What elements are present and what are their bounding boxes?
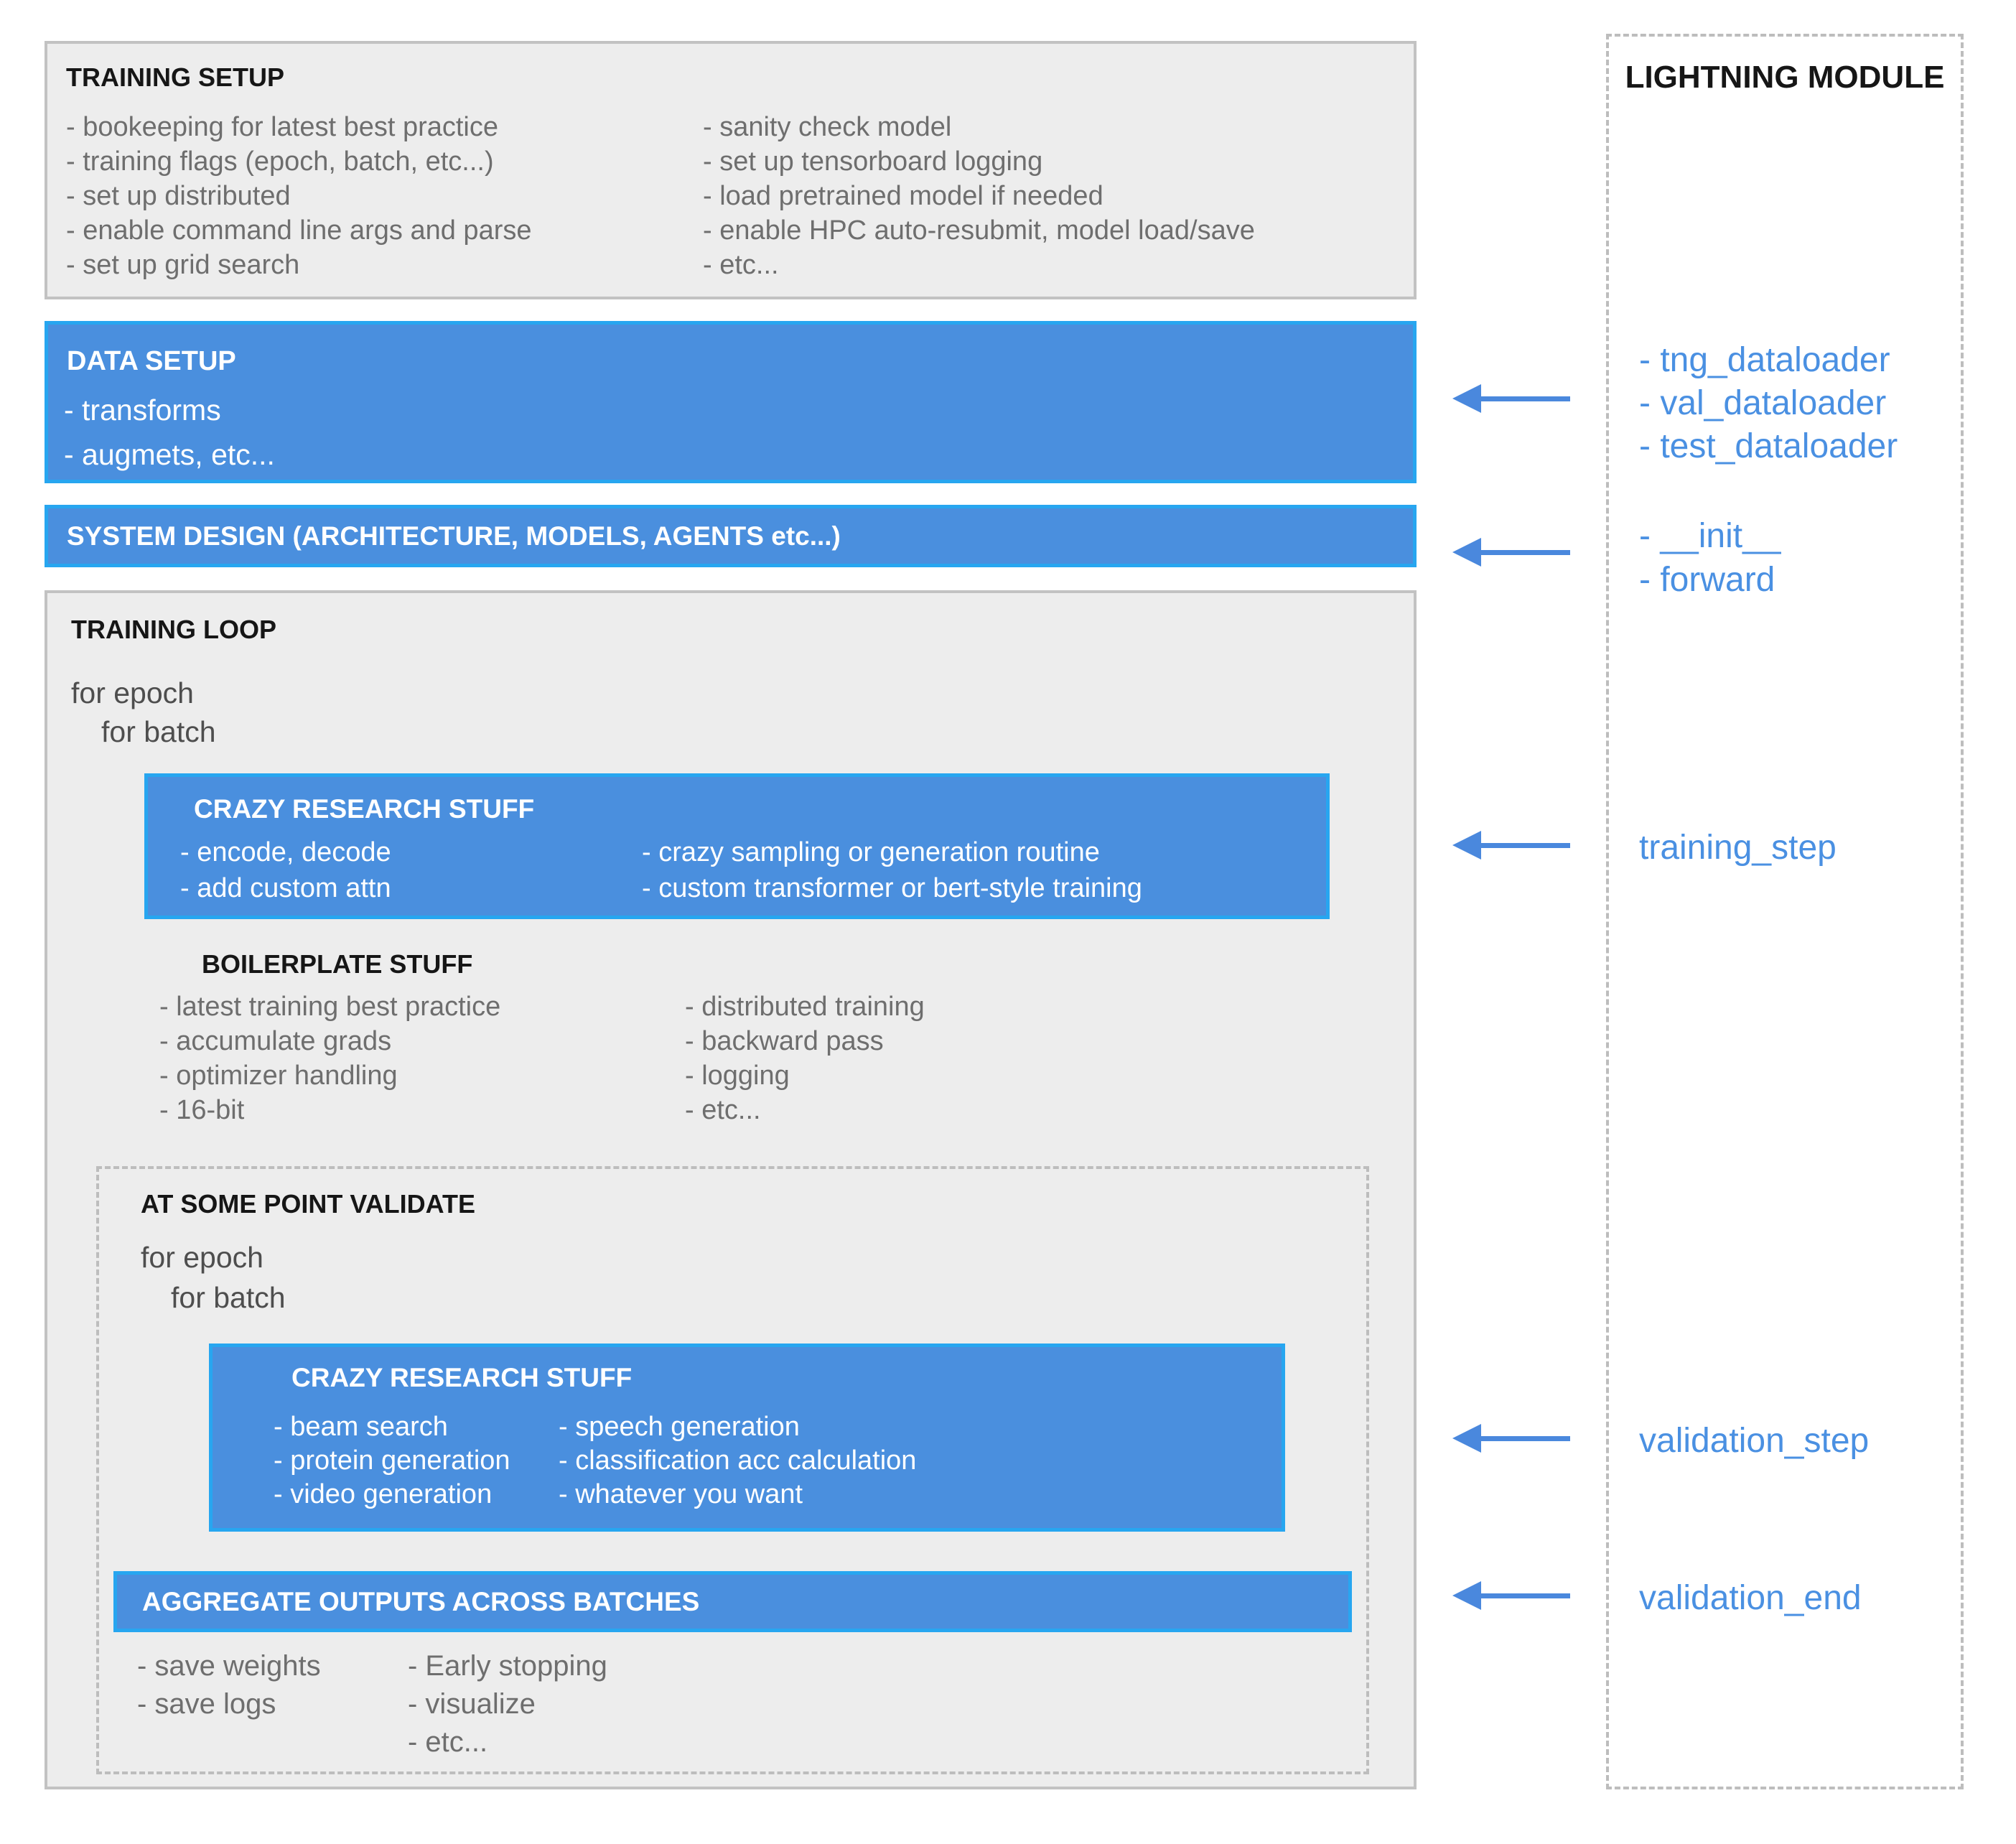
method-test-dataloader: - test_dataloader <box>1639 427 1898 465</box>
training-setup-bullet: - etc... <box>703 250 779 280</box>
method-init: - __init__ <box>1639 517 1781 555</box>
method-validation-step: validation_step <box>1639 1422 1870 1460</box>
boilerplate-bullet: - latest training best practice <box>159 992 501 1022</box>
validate-box: AT SOME POINT VALIDATE for epoch for bat… <box>96 1166 1369 1774</box>
for-batch-line: for batch <box>101 715 216 748</box>
training-setup-bullet: - set up distributed <box>66 181 291 211</box>
training-setup-bullet: - load pretrained model if needed <box>703 181 1103 211</box>
post-validate-bullet: - save logs <box>137 1688 276 1720</box>
arrow-left-validation-end-icon <box>1452 1581 1572 1610</box>
boilerplate-title: BOILERPLATE STUFF <box>202 949 473 979</box>
training-setup-bullet: - set up tensorboard logging <box>703 146 1043 177</box>
boilerplate-bullet: - accumulate grads <box>159 1026 392 1056</box>
crazy-research-bullet: - encode, decode <box>180 837 391 867</box>
crazy-research-training-title: CRAZY RESEARCH STUFF <box>194 794 535 824</box>
training-setup-bullet: - bookeeping for latest best practice <box>66 112 499 142</box>
training-loop-title: TRAINING LOOP <box>71 615 276 644</box>
training-setup-bullet: - sanity check model <box>703 112 952 142</box>
validate-for-batch-line: for batch <box>171 1281 286 1314</box>
crazy-research-validation-title: CRAZY RESEARCH STUFF <box>291 1363 633 1392</box>
training-setup-bullet: - enable command line args and parse <box>66 215 532 246</box>
crazy-research-bullet: - video generation <box>274 1479 493 1509</box>
training-loop-box: TRAINING LOOP for epoch for batch CRAZY … <box>45 590 1417 1789</box>
boilerplate-bullet: - distributed training <box>685 992 925 1022</box>
post-validate-bullet: - visualize <box>408 1688 536 1720</box>
validate-title: AT SOME POINT VALIDATE <box>141 1189 475 1219</box>
validate-for-epoch-line: for epoch <box>141 1241 263 1274</box>
crazy-research-bullet: - speech generation <box>559 1412 800 1442</box>
boilerplate-bullet: - etc... <box>685 1095 761 1125</box>
data-setup-bullet: - augmets, etc... <box>64 438 275 471</box>
crazy-research-bullet: - classification acc calculation <box>559 1445 917 1476</box>
crazy-research-validation-box: CRAZY RESEARCH STUFF - beam search - pro… <box>209 1344 1285 1532</box>
method-val-dataloader: - val_dataloader <box>1639 384 1887 422</box>
post-validate-bullet: - etc... <box>408 1726 488 1758</box>
boilerplate-bullet: - optimizer handling <box>159 1061 398 1091</box>
crazy-research-training-box: CRAZY RESEARCH STUFF - encode, decode - … <box>144 773 1330 919</box>
training-setup-box: TRAINING SETUP - bookeeping for latest b… <box>45 41 1417 299</box>
training-setup-bullet: - set up grid search <box>66 250 300 280</box>
training-setup-bullet: - enable HPC auto-resubmit, model load/s… <box>703 215 1255 246</box>
crazy-research-bullet: - crazy sampling or generation routine <box>642 837 1100 867</box>
boilerplate-bullet: - logging <box>685 1061 790 1091</box>
method-training-step: training_step <box>1639 829 1837 867</box>
training-setup-bullet: - training flags (epoch, batch, etc...) <box>66 146 494 177</box>
data-setup-box: DATA SETUP - transforms - augmets, etc..… <box>45 321 1417 483</box>
post-validate-bullet: - Early stopping <box>408 1650 607 1682</box>
boilerplate-bullet: - 16-bit <box>159 1095 245 1125</box>
for-epoch-line: for epoch <box>71 676 194 709</box>
aggregate-outputs-box: AGGREGATE OUTPUTS ACROSS BATCHES <box>113 1571 1352 1632</box>
aggregate-outputs-title: AGGREGATE OUTPUTS ACROSS BATCHES <box>142 1586 700 1616</box>
lightning-module-box: LIGHTNING MODULE - tng_dataloader - val_… <box>1606 34 1964 1789</box>
post-validate-bullet: - save weights <box>137 1650 321 1682</box>
crazy-research-bullet: - add custom attn <box>180 873 391 903</box>
system-design-title: SYSTEM DESIGN (ARCHITECTURE, MODELS, AGE… <box>67 521 841 551</box>
arrow-left-training-step-icon <box>1452 831 1572 860</box>
lightning-module-title: LIGHTNING MODULE <box>1625 60 1945 95</box>
method-forward: - forward <box>1639 561 1775 599</box>
data-setup-bullet: - transforms <box>64 394 221 427</box>
boilerplate-bullet: - backward pass <box>685 1026 884 1056</box>
method-tng-dataloader: - tng_dataloader <box>1639 341 1890 379</box>
arrow-left-init-forward-icon <box>1452 538 1572 567</box>
crazy-research-bullet: - protein generation <box>274 1445 510 1476</box>
arrow-left-dataloaders-icon <box>1452 384 1572 413</box>
method-validation-end: validation_end <box>1639 1579 1862 1617</box>
data-setup-title: DATA SETUP <box>67 346 236 376</box>
crazy-research-bullet: - beam search <box>274 1412 448 1442</box>
system-design-box: SYSTEM DESIGN (ARCHITECTURE, MODELS, AGE… <box>45 505 1417 567</box>
arrow-left-validation-step-icon <box>1452 1424 1572 1453</box>
crazy-research-bullet: - custom transformer or bert-style train… <box>642 873 1142 903</box>
training-setup-title: TRAINING SETUP <box>66 62 285 92</box>
crazy-research-bullet: - whatever you want <box>559 1479 803 1509</box>
